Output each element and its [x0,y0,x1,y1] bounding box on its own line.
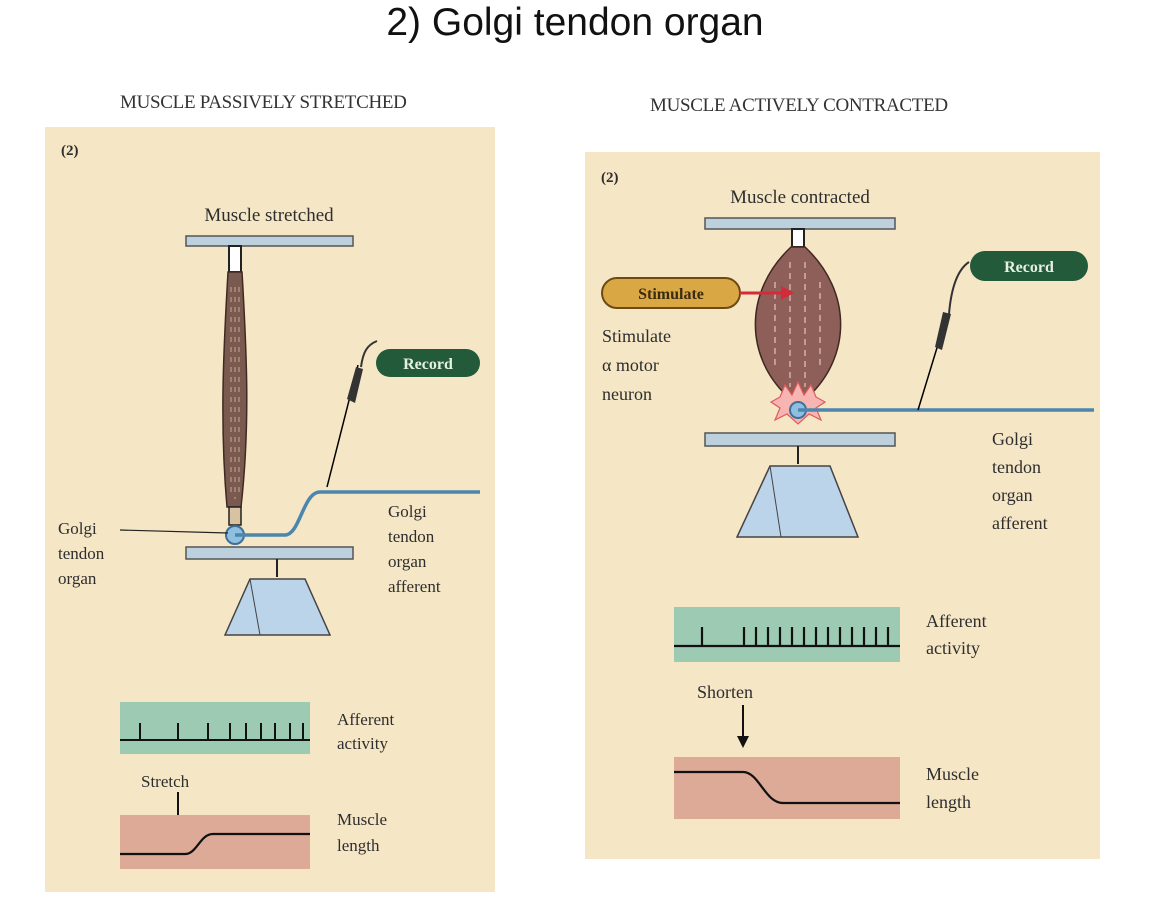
right-heading: MUSCLE ACTIVELY CONTRACTED [650,95,948,116]
afferent-label-2: tendon [992,457,1041,477]
afferent-label-4: afferent [992,513,1048,533]
stim-note-3: neuron [602,384,652,404]
record-label: Record [1004,259,1054,276]
activity-label-1: Afferent [926,611,987,631]
left-panel-number: (2) [61,143,79,159]
bottom-bar [704,432,896,447]
left-panel: (2) Muscle stretched Record Golgi tendon… [45,127,495,892]
left-top-label: Muscle stretched [204,205,334,226]
length-trace [120,832,310,856]
afferent-label-2: tendon [388,527,435,546]
activity-spikes [139,723,304,740]
activity-label-2: activity [337,734,388,753]
afferent-label-3: organ [388,552,427,571]
afferent-label-4: afferent [388,577,441,596]
activity-label-1: Afferent [337,710,395,729]
shorten-label: Shorten [697,682,753,702]
length-trace [674,770,900,805]
golgi-pointer [119,529,229,534]
top-bar [704,217,896,230]
bottom-bar [185,546,354,560]
stim-note-1: Stimulate [602,326,671,346]
right-top-label: Muscle contracted [730,187,870,208]
length-label-2: length [926,792,971,812]
electrode-wire [360,340,378,368]
record-label: Record [403,356,453,373]
record-badge [376,349,480,377]
golgi-label-3: organ [58,569,97,588]
tendon-bottom [228,506,242,526]
stimulate-label: Stimulate [638,286,704,303]
length-label-1: Muscle [337,810,387,829]
page-title: 2) Golgi tendon organ [386,1,764,44]
right-diagram: (2) Muscle contracted Record Stimulate S… [601,170,1094,819]
stimulate-arrow [781,286,794,300]
electrode [935,312,951,350]
activity-label-2: activity [926,638,980,658]
length-label-2: length [337,836,380,855]
weight [223,578,332,636]
electrode-wire [948,261,970,315]
top-bar [185,235,354,247]
activity-box [120,702,310,754]
golgi-label-2: tendon [58,544,105,563]
stim-note-2: α motor [602,355,659,375]
record-badge [970,251,1088,281]
afferent-label-1: Golgi [388,502,427,521]
contracted-muscle [754,246,842,398]
tendon-top [791,228,805,248]
afferent-label-3: organ [992,485,1033,505]
length-box [674,757,900,819]
tendon-top [228,245,242,273]
left-diagram: (2) Muscle stretched Record Golgi tendon… [58,143,480,869]
left-heading: MUSCLE PASSIVELY STRETCHED [120,92,407,113]
afferent-label-1: Golgi [992,429,1033,449]
golgi-afferent-nerve [235,490,480,537]
stretch-label: Stretch [141,772,190,791]
weight [735,465,860,538]
golgi-label-1: Golgi [58,519,97,538]
activity-box [674,607,900,662]
length-box [120,815,310,869]
right-panel: (2) Muscle contracted Record Stimulate S… [585,152,1100,859]
right-panel-number: (2) [601,170,619,186]
length-label-1: Muscle [926,764,979,784]
activity-spikes [700,627,890,646]
stretched-muscle [222,271,248,508]
electrode [347,367,363,403]
